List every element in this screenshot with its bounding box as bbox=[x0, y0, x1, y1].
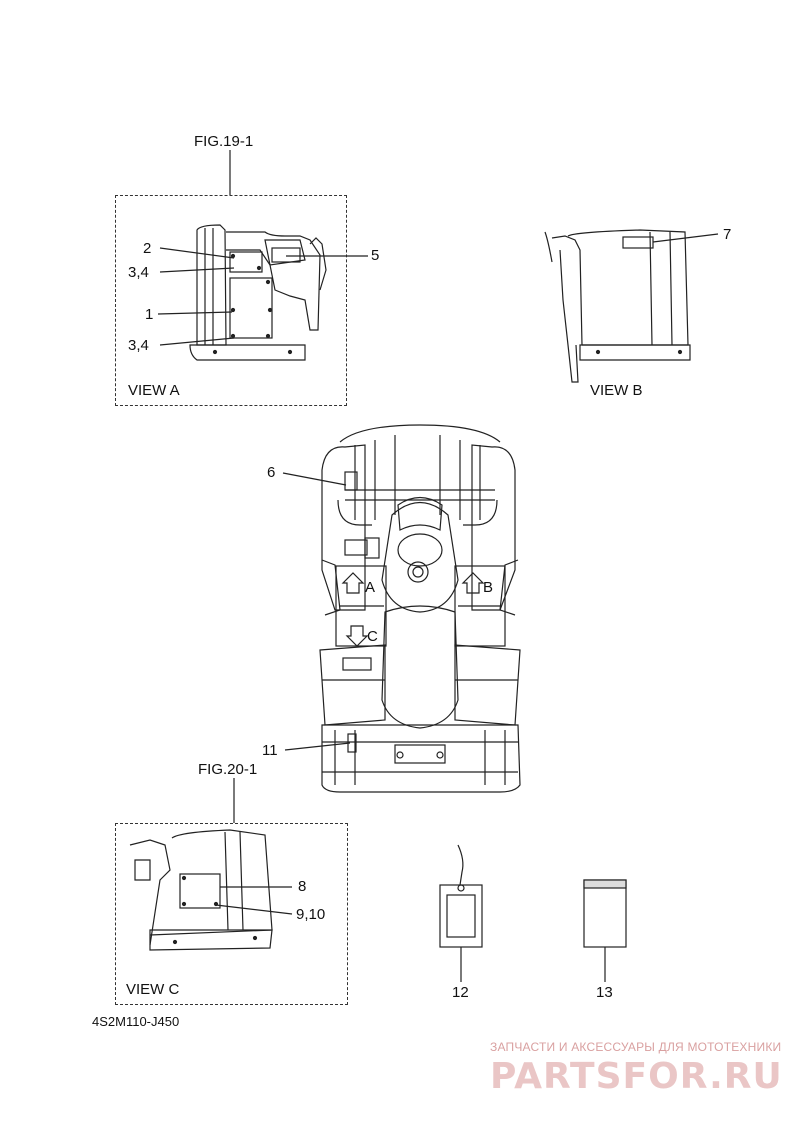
callout-8[interactable]: 8 bbox=[298, 878, 307, 895]
callout-1[interactable]: 1 bbox=[145, 306, 154, 323]
callout-3-4-lower[interactable]: 3,4 bbox=[128, 337, 149, 354]
watermark-tagline: ЗАПЧАСТИ И АКСЕССУАРЫ ДЛЯ МОТОТЕХНИКИ bbox=[490, 1040, 782, 1054]
view-c-label: VIEW C bbox=[126, 981, 180, 998]
fig-ref-bottom[interactable]: FIG.20-1 bbox=[198, 761, 258, 778]
view-c-drawing bbox=[129, 829, 293, 951]
watermark-logo: PARTSFOR.RU bbox=[490, 1056, 783, 1097]
arrow-a-label: A bbox=[365, 579, 376, 596]
drawing-code: 4S2M110-J450 bbox=[92, 1014, 180, 1029]
callout-12[interactable]: 12 bbox=[452, 984, 469, 1001]
callout-5[interactable]: 5 bbox=[371, 247, 380, 264]
view-a-drawing bbox=[157, 224, 368, 361]
callout-3-4-upper[interactable]: 3,4 bbox=[128, 264, 149, 281]
callout-13[interactable]: 13 bbox=[596, 984, 613, 1001]
callout-9-10[interactable]: 9,10 bbox=[296, 906, 326, 923]
fig-ref-top[interactable]: FIG.19-1 bbox=[194, 133, 254, 150]
card-item-13 bbox=[583, 879, 627, 982]
view-b-drawing bbox=[544, 229, 719, 383]
view-b-label: VIEW B bbox=[590, 382, 643, 399]
arrow-b-label: B bbox=[483, 579, 494, 596]
view-a-frame bbox=[115, 195, 347, 406]
view-a-label: VIEW A bbox=[128, 382, 180, 399]
tag-item-12 bbox=[439, 844, 483, 982]
callout-2[interactable]: 2 bbox=[143, 240, 152, 257]
view-c-frame bbox=[115, 823, 348, 1005]
callout-7[interactable]: 7 bbox=[723, 226, 732, 243]
atv-top-view bbox=[282, 424, 521, 793]
arrow-c-label: C bbox=[367, 628, 378, 645]
callout-6[interactable]: 6 bbox=[267, 464, 276, 481]
callout-11[interactable]: 11 bbox=[262, 742, 278, 759]
